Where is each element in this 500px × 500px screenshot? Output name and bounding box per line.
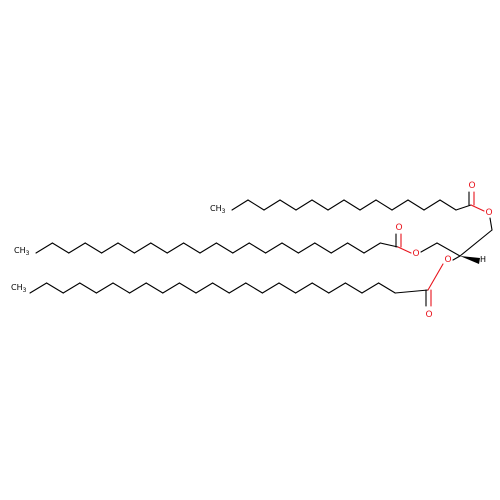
chain3-bond [344, 282, 363, 294]
chain3-bond [79, 282, 97, 294]
chain2-bond [248, 242, 267, 254]
chain2-bond [35, 242, 53, 254]
chain1-bond [247, 199, 265, 211]
chain3-bond [95, 282, 114, 294]
chain2-bond [133, 242, 152, 254]
chain2-bond [232, 242, 250, 254]
chain1-bond [279, 199, 297, 211]
chain1-bond [343, 199, 361, 211]
carbonyl-oxygen-chain3: O [425, 310, 432, 320]
chain2-bond [265, 242, 283, 254]
chain2-bond [199, 242, 217, 254]
chain2-bond [51, 242, 70, 254]
chain3-bond [29, 282, 48, 294]
chain1-bond [391, 199, 409, 211]
chain1-bond [423, 199, 441, 211]
stereo-wedge-bond [460, 256, 480, 264]
chain3-bond [278, 282, 297, 294]
chain3-bond [394, 289, 429, 294]
chain2-bond [150, 242, 168, 254]
methyl-label-chain3: CH3 [11, 283, 27, 294]
chain3-bond [228, 282, 247, 294]
glycerol-bond [452, 255, 461, 261]
chain2-bond [314, 242, 332, 254]
chain3-bond [129, 282, 147, 294]
chain2-bond [297, 242, 316, 254]
carbonyl-oxygen-chain2: O [395, 223, 402, 233]
chain2-bond [363, 242, 381, 254]
ester-oxygen-chain3: O [444, 255, 451, 265]
chain2-bond [379, 242, 399, 248]
chain1-ester-bond [470, 204, 485, 212]
ester-oxygen-chain1: O [485, 208, 492, 218]
chain3-ester-bond [427, 263, 444, 291]
chain1-bond [407, 199, 425, 211]
methyl-label-chain1: CH3 [210, 204, 226, 215]
chain2-bond [215, 242, 234, 254]
chain2-bond [166, 242, 185, 254]
chain3-bond [378, 282, 396, 294]
ester-oxygen-chain2: O [412, 249, 419, 259]
glycerol-bond [459, 229, 493, 257]
chain3-bond [112, 282, 131, 294]
glycerol-bond [489, 217, 493, 231]
chain2-bond [347, 242, 365, 254]
atom-label-layer: CH3 O O CH3 O O CH3 O O H [11, 181, 493, 320]
chain1-bond [295, 199, 313, 211]
chain1-bond [439, 199, 457, 211]
chain1-bond [311, 199, 329, 211]
chain2-bond [84, 242, 103, 254]
glycerol-bond [420, 242, 438, 253]
chain3-bond [195, 282, 214, 294]
chain3-bond [145, 282, 164, 294]
chain2-ester-bond [397, 246, 412, 254]
chain2-bond [183, 242, 201, 254]
chain2-bond [101, 242, 119, 254]
chain2-bond [117, 242, 135, 254]
carbonyl-oxygen-chain1: O [468, 181, 475, 191]
chain3-bond [361, 282, 380, 294]
chain3-bond [62, 282, 81, 294]
chain3-bond [295, 282, 313, 294]
chain2-bond [281, 242, 299, 254]
chain2-bond [330, 242, 349, 254]
chain1-bond [455, 204, 472, 211]
chain3-bond [245, 282, 263, 294]
chain3-bond [311, 282, 330, 294]
chain1-bond [231, 199, 249, 211]
chain3-bond [46, 282, 64, 294]
chain1-bond [263, 199, 281, 211]
bond-layer [29, 191, 493, 307]
chain3-bond [178, 282, 197, 294]
chain1-bond [375, 199, 393, 211]
glycerol-bond [436, 242, 461, 257]
chain1-bond [359, 199, 377, 211]
chain3-bond [328, 282, 346, 294]
chain1-bond [327, 199, 345, 211]
methyl-label-chain2: CH3 [14, 246, 30, 257]
stereo-hydrogen: H [480, 255, 486, 264]
chain3-bond [261, 282, 280, 294]
chain3-bond [162, 282, 180, 294]
chain2-bond [68, 242, 86, 254]
chain3-bond [212, 282, 230, 294]
